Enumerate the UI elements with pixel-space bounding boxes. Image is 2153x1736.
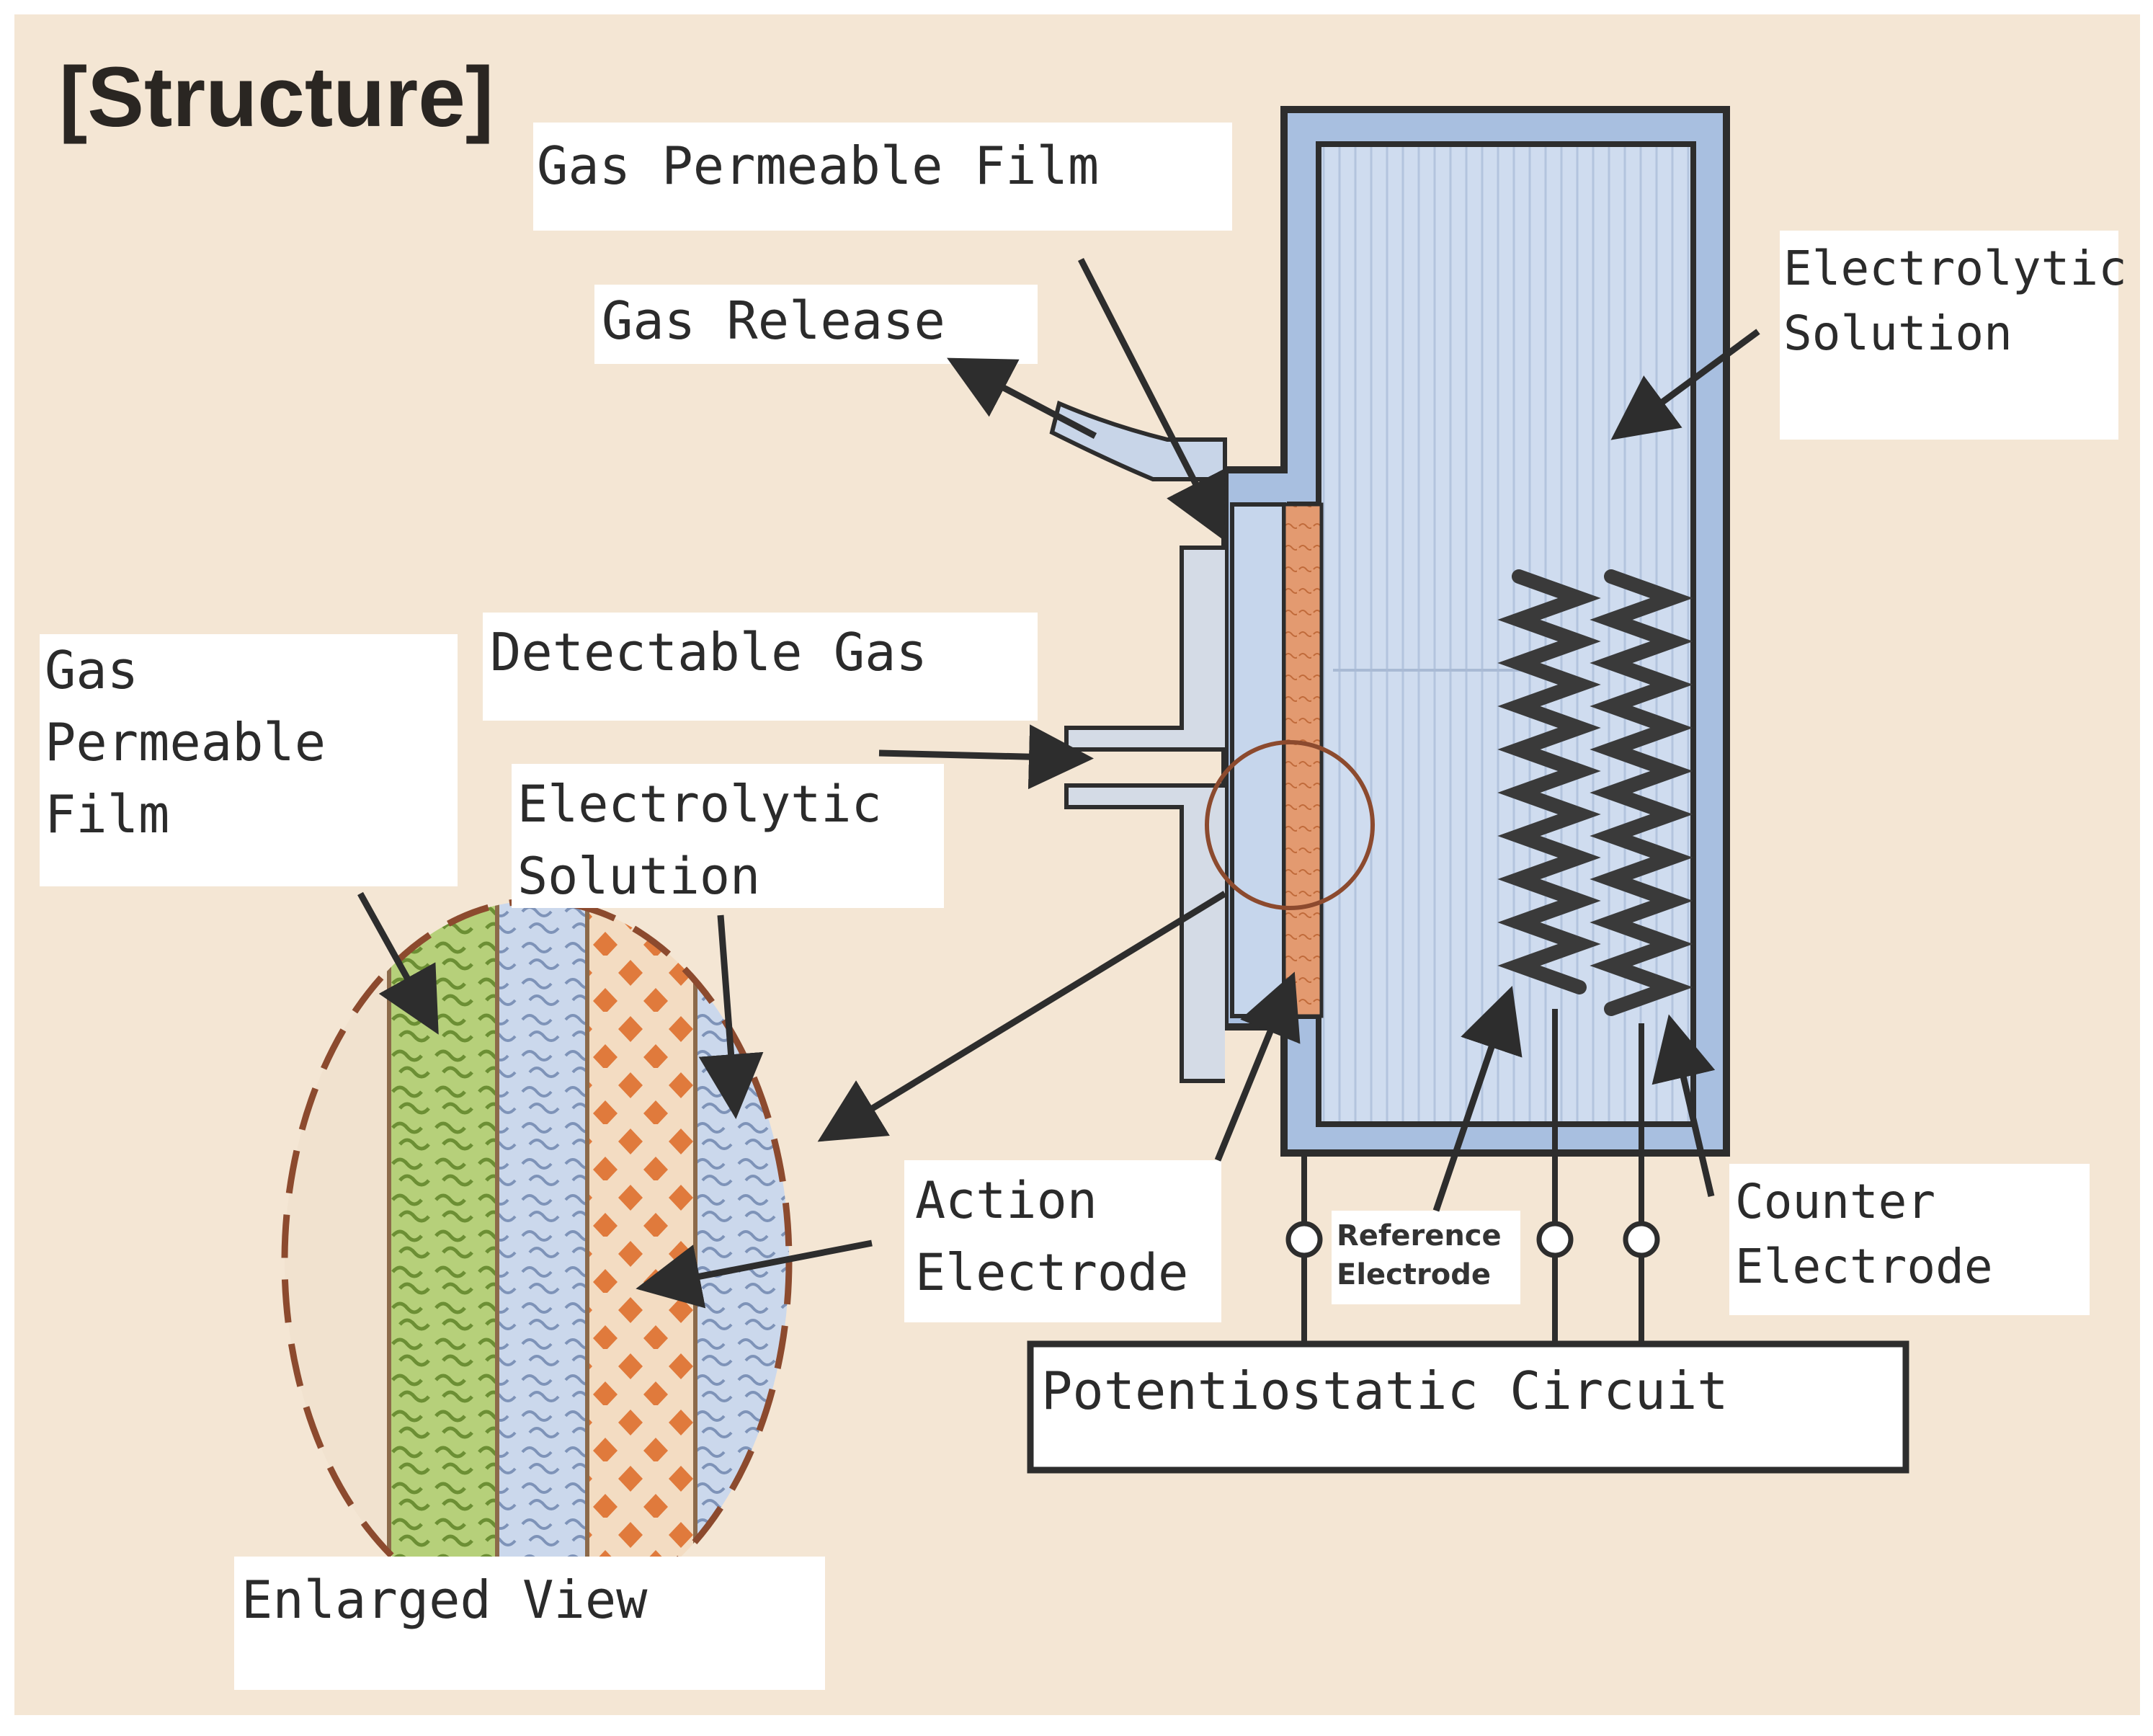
gas-permeable-film-top-box	[533, 123, 1232, 231]
arrow-reference-electrode	[1432, 985, 1523, 1212]
reference-terminal	[1536, 1221, 1574, 1258]
gas-permeable-film-left-box	[40, 634, 458, 886]
gas-permeable-film-left-line1: Gas	[45, 640, 138, 700]
arrow-gas-release	[947, 357, 1097, 439]
page-heading: [Structure]	[59, 50, 494, 145]
action-electrode-line1: Action	[915, 1171, 1097, 1230]
gas-permeable-film-left-line3: Film	[45, 784, 169, 845]
action-terminal	[1285, 1221, 1323, 1258]
enlarged-view-label: Enlarged View	[241, 1570, 648, 1630]
action-electrode-strip	[1282, 502, 1324, 1018]
arrow-magnify-to-inset	[817, 891, 1227, 1142]
electrolyte-fill	[1333, 245, 1679, 1110]
reference-electrode-line1: Reference	[1337, 1219, 1502, 1252]
electrolytic-solution-inset-line1: Electrolytic	[517, 775, 882, 834]
arrow-action-electrode	[1214, 971, 1301, 1162]
counter-terminal	[1623, 1221, 1660, 1258]
counter-electrode-box	[1729, 1164, 2090, 1315]
reference-electrode-box	[1332, 1211, 1520, 1304]
counter-electrode-line2: Electrode	[1735, 1239, 1993, 1294]
reference-electrode-coil	[1497, 569, 1601, 994]
arrow-inset-electrode	[636, 1239, 873, 1309]
detectable-gas-label: Detectable Gas	[490, 622, 927, 682]
enlarged-view-box	[234, 1557, 825, 1690]
electrolytic-solution-right-box	[1780, 231, 2118, 440]
gas-release-label: Gas Release	[602, 290, 945, 351]
electrolytic-solution-right-line2: Solution	[1783, 306, 2012, 361]
arrow-electrolytic-solution-right	[1610, 329, 1760, 440]
arrow-counter-electrode	[1651, 1014, 1716, 1198]
action-electrode-box	[904, 1160, 1221, 1322]
action-electrode-line2: Electrode	[915, 1243, 1188, 1302]
reference-electrode-line2: Electrode	[1337, 1258, 1491, 1291]
magnify-circle	[1205, 740, 1375, 910]
inset-film-blue-layer	[497, 901, 587, 1621]
electrolytic-solution-inset-line2: Solution	[517, 847, 760, 906]
arrow-gas-permeable-film-left	[357, 891, 439, 1035]
gas-permeable-film-top-label: Gas Permeable Film	[537, 135, 1099, 196]
counter-electrode-line1: Counter	[1735, 1174, 1935, 1229]
electrolytic-solution-right-line1: Electrolytic	[1783, 241, 2127, 296]
counter-electrode-coil	[1590, 569, 1693, 1016]
arrows	[357, 257, 1760, 1309]
inset-film-layer	[389, 901, 497, 1621]
potentiostatic-circuit-label: Potentiostatic Circuit	[1041, 1361, 1729, 1421]
gas-permeable-film-left-line2: Permeable	[45, 712, 326, 773]
inset-electrode-layer	[587, 901, 695, 1621]
label-boxes: Gas Permeable Film Gas Release Electroly…	[40, 123, 2127, 1690]
gas-release-box	[594, 285, 1038, 364]
arrow-gas-permeable-film-top	[1077, 257, 1226, 542]
potentiostatic-circuit-box	[1027, 1340, 1909, 1474]
electrolytic-solution-inset-box	[512, 764, 944, 908]
arrow-electrolytic-solution-inset	[698, 914, 764, 1119]
detectable-gas-box	[483, 613, 1038, 721]
arrow-detectable-gas	[878, 724, 1094, 790]
